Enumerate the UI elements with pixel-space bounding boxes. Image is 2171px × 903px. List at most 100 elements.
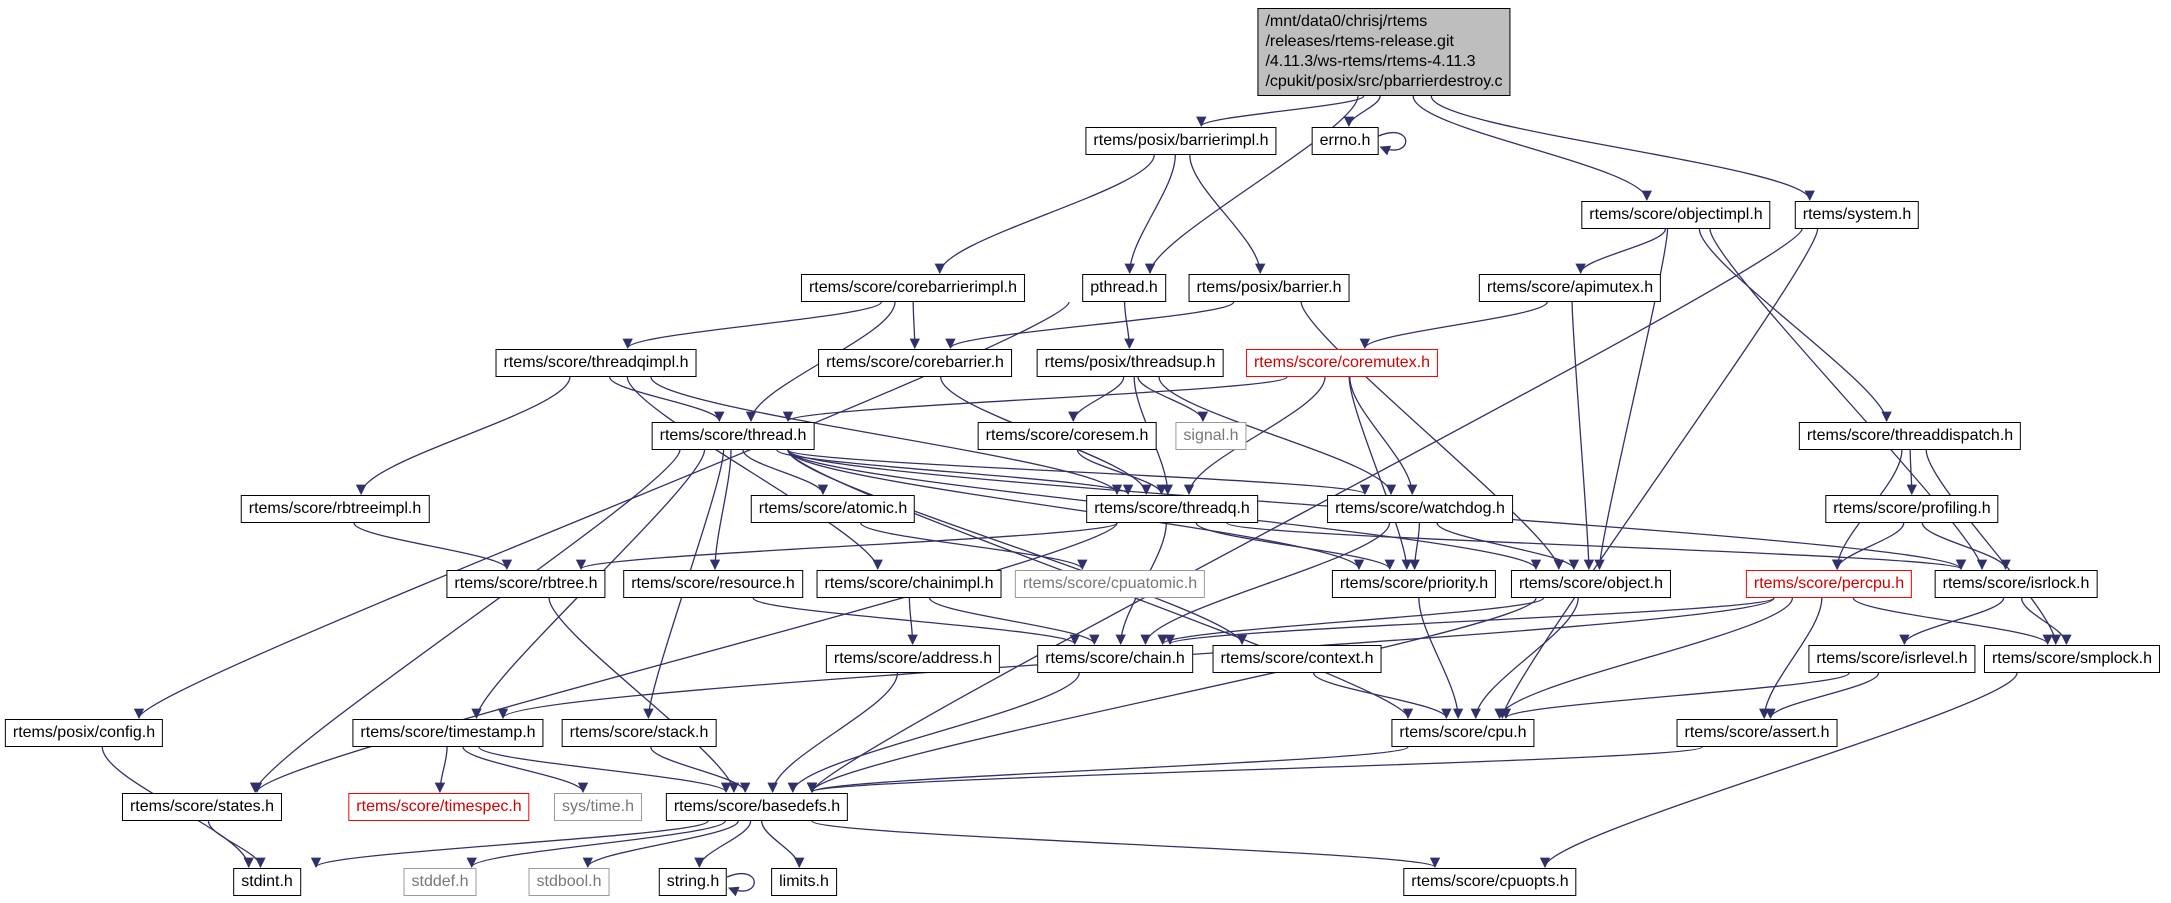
edge-root-to-errno — [1343, 95, 1381, 128]
graph-node-pthread: pthread.h — [1082, 274, 1166, 302]
edge-basedefs-to-cpuopts — [811, 820, 1440, 869]
edge-posix_barrierimpl-to-posix_barrier — [1189, 154, 1266, 275]
edge-basedefs-to-stdint — [311, 820, 709, 869]
edge-stack-to-basedefs — [650, 746, 751, 794]
graph-node-thread[interactable]: rtems/score/thread.h — [651, 422, 815, 450]
graph-node-stack[interactable]: rtems/score/stack.h — [561, 719, 717, 747]
edge-pthread-to-posix_config — [134, 301, 1070, 720]
edge-isrlock-to-isrlevel — [1899, 597, 2005, 646]
graph-node-posix_barrierimpl[interactable]: rtems/posix/barrierimpl.h — [1085, 127, 1277, 155]
edge-chain-to-basedefs — [787, 672, 1080, 794]
edge-assert-to-basedefs — [807, 746, 1703, 794]
edge-watchdog-to-object — [1436, 522, 1580, 571]
edge-watchdog-to-chain — [1140, 522, 1391, 646]
graph-node-apimutex[interactable]: rtems/score/apimutex.h — [1478, 274, 1662, 302]
graph-node-address[interactable]: rtems/score/address.h — [825, 645, 1001, 673]
graph-node-smplock[interactable]: rtems/score/smplock.h — [1983, 645, 2161, 673]
graph-node-isrlock[interactable]: rtems/score/isrlock.h — [1934, 570, 2098, 598]
edge-errno-to-errno — [1378, 131, 1407, 156]
edge-threadqimpl-to-chainimpl — [626, 376, 883, 571]
graph-node-limits: limits.h — [771, 868, 837, 896]
edge-objectimpl-to-object — [1594, 228, 1669, 571]
graph-node-cpuatomic: rtems/score/cpuatomic.h — [1014, 570, 1206, 598]
graph-node-watchdog[interactable]: rtems/score/watchdog.h — [1327, 495, 1513, 523]
edge-thread-to-resource — [709, 449, 732, 571]
edge-timestamp-to-timespec — [434, 746, 448, 794]
edge-basedefs-to-string — [694, 820, 752, 869]
graph-node-isrlevel[interactable]: rtems/score/isrlevel.h — [1808, 645, 1976, 673]
graph-node-assert[interactable]: rtems/score/assert.h — [1676, 719, 1838, 747]
edge-system-to-basedefs — [807, 228, 1803, 794]
graph-node-system[interactable]: rtems/system.h — [1794, 201, 1920, 229]
edge-threaddispatch-to-smplock — [1925, 449, 2061, 646]
edge-thread-to-states — [250, 449, 681, 794]
graph-node-cpu[interactable]: rtems/score/cpu.h — [1391, 719, 1535, 747]
edge-coremutex-to-watchdog — [1349, 376, 1418, 496]
edge-profiling-to-isrlock — [1921, 522, 2011, 571]
graph-node-stdint: stdint.h — [233, 868, 301, 896]
graph-node-timespec[interactable]: rtems/score/timespec.h — [348, 793, 530, 821]
graph-node-chainimpl[interactable]: rtems/score/chainimpl.h — [816, 570, 1002, 598]
edge-group — [101, 95, 2072, 897]
graph-node-threadq[interactable]: rtems/score/threadq.h — [1086, 495, 1258, 523]
graph-node-cpuopts[interactable]: rtems/score/cpuopts.h — [1403, 868, 1577, 896]
graph-node-states[interactable]: rtems/score/states.h — [121, 793, 283, 821]
graph-node-object[interactable]: rtems/score/object.h — [1510, 570, 1672, 598]
graph-node-coresem[interactable]: rtems/score/coresem.h — [977, 422, 1157, 450]
graph-node-rbtree[interactable]: rtems/score/rbtree.h — [446, 570, 606, 598]
edge-coresem-to-threadq — [1076, 449, 1167, 496]
graph-node-corebarrierimpl[interactable]: rtems/score/corebarrierimpl.h — [800, 274, 1026, 302]
edge-context-to-cpu — [1312, 672, 1452, 720]
graph-node-chain[interactable]: rtems/score/chain.h — [1037, 645, 1193, 673]
graph-node-signal: signal.h — [1175, 422, 1247, 450]
edge-apimutex-to-object — [1571, 301, 1595, 571]
graph-node-corebarrier[interactable]: rtems/score/corebarrier.h — [818, 349, 1012, 377]
graph-node-rbtreeimpl[interactable]: rtems/score/rbtreeimpl.h — [240, 495, 430, 523]
graph-node-posix_barrier[interactable]: rtems/posix/barrier.h — [1188, 274, 1350, 302]
graph-node-string: string.h — [658, 868, 728, 896]
edge-chainimpl-to-chain — [928, 597, 1100, 646]
edge-string-to-string — [726, 872, 755, 897]
graph-node-timestamp[interactable]: rtems/score/timestamp.h — [352, 719, 544, 747]
graph-node-priority[interactable]: rtems/score/priority.h — [1331, 570, 1497, 598]
edge-posix_barrier-to-object — [1300, 301, 1564, 571]
graph-node-sys_time: sys/time.h — [553, 793, 643, 821]
edge-root-to-pthread — [1144, 95, 1359, 275]
edge-thread-to-threadq — [776, 449, 1134, 496]
graph-node-basedefs[interactable]: rtems/score/basedefs.h — [665, 793, 849, 821]
edge-system-to-cpu — [1497, 228, 1819, 720]
graph-node-threaddispatch[interactable]: rtems/score/threaddispatch.h — [1798, 422, 2022, 450]
graph-node-objectimpl[interactable]: rtems/score/objectimpl.h — [1581, 201, 1771, 229]
graph-node-percpu[interactable]: rtems/score/percpu.h — [1745, 570, 1913, 598]
graph-node-threadqimpl[interactable]: rtems/score/threadqimpl.h — [495, 349, 697, 377]
edge-threaddispatch-to-profiling — [1906, 449, 1917, 496]
edge-basedefs-to-stdbool — [582, 820, 739, 869]
edge-threadq-to-isrlock — [1226, 522, 1966, 571]
edge-states-to-stdint — [207, 820, 266, 869]
edge-percpu-to-smplock — [1852, 597, 2053, 646]
graph-node-atomic[interactable]: rtems/score/atomic.h — [750, 495, 916, 523]
edge-threadsup-to-signal — [1137, 376, 1209, 423]
edge-rbtreeimpl-to-rbtree — [353, 522, 513, 571]
edge-watchdog-to-priority — [1409, 522, 1421, 571]
graph-node-context[interactable]: rtems/score/context.h — [1212, 645, 1382, 673]
edge-chainimpl-to-address — [907, 597, 918, 646]
edge-isrlevel-to-assert — [1765, 672, 1880, 720]
edge-posix_barrierimpl-to-corebarrierimpl — [934, 154, 1155, 275]
edge-priority-to-cpu — [1418, 597, 1464, 720]
graph-node-errno: errno.h — [1311, 127, 1379, 155]
graph-node-resource[interactable]: rtems/score/resource.h — [623, 570, 803, 598]
graph-node-threadsup[interactable]: rtems/posix/threadsup.h — [1036, 349, 1224, 377]
edge-address-to-basedefs — [767, 672, 899, 794]
edge-cpu-to-basedefs — [807, 746, 1409, 794]
edge-timestamp-to-basedefs — [478, 746, 732, 794]
edge-posix_barrier-to-corebarrier — [945, 301, 1235, 350]
graph-node-profiling[interactable]: rtems/score/profiling.h — [1825, 495, 1999, 523]
edge-timestamp-to-sys_time — [462, 746, 589, 794]
edge-threadq-to-states — [252, 522, 1118, 794]
graph-node-coremutex[interactable]: rtems/score/coremutex.h — [1245, 349, 1439, 377]
edge-threadqimpl-to-rbtreeimpl — [355, 376, 571, 496]
graph-node-posix_config[interactable]: rtems/posix/config.h — [4, 719, 164, 747]
edge-isrlevel-to-cpu — [1500, 672, 1850, 720]
